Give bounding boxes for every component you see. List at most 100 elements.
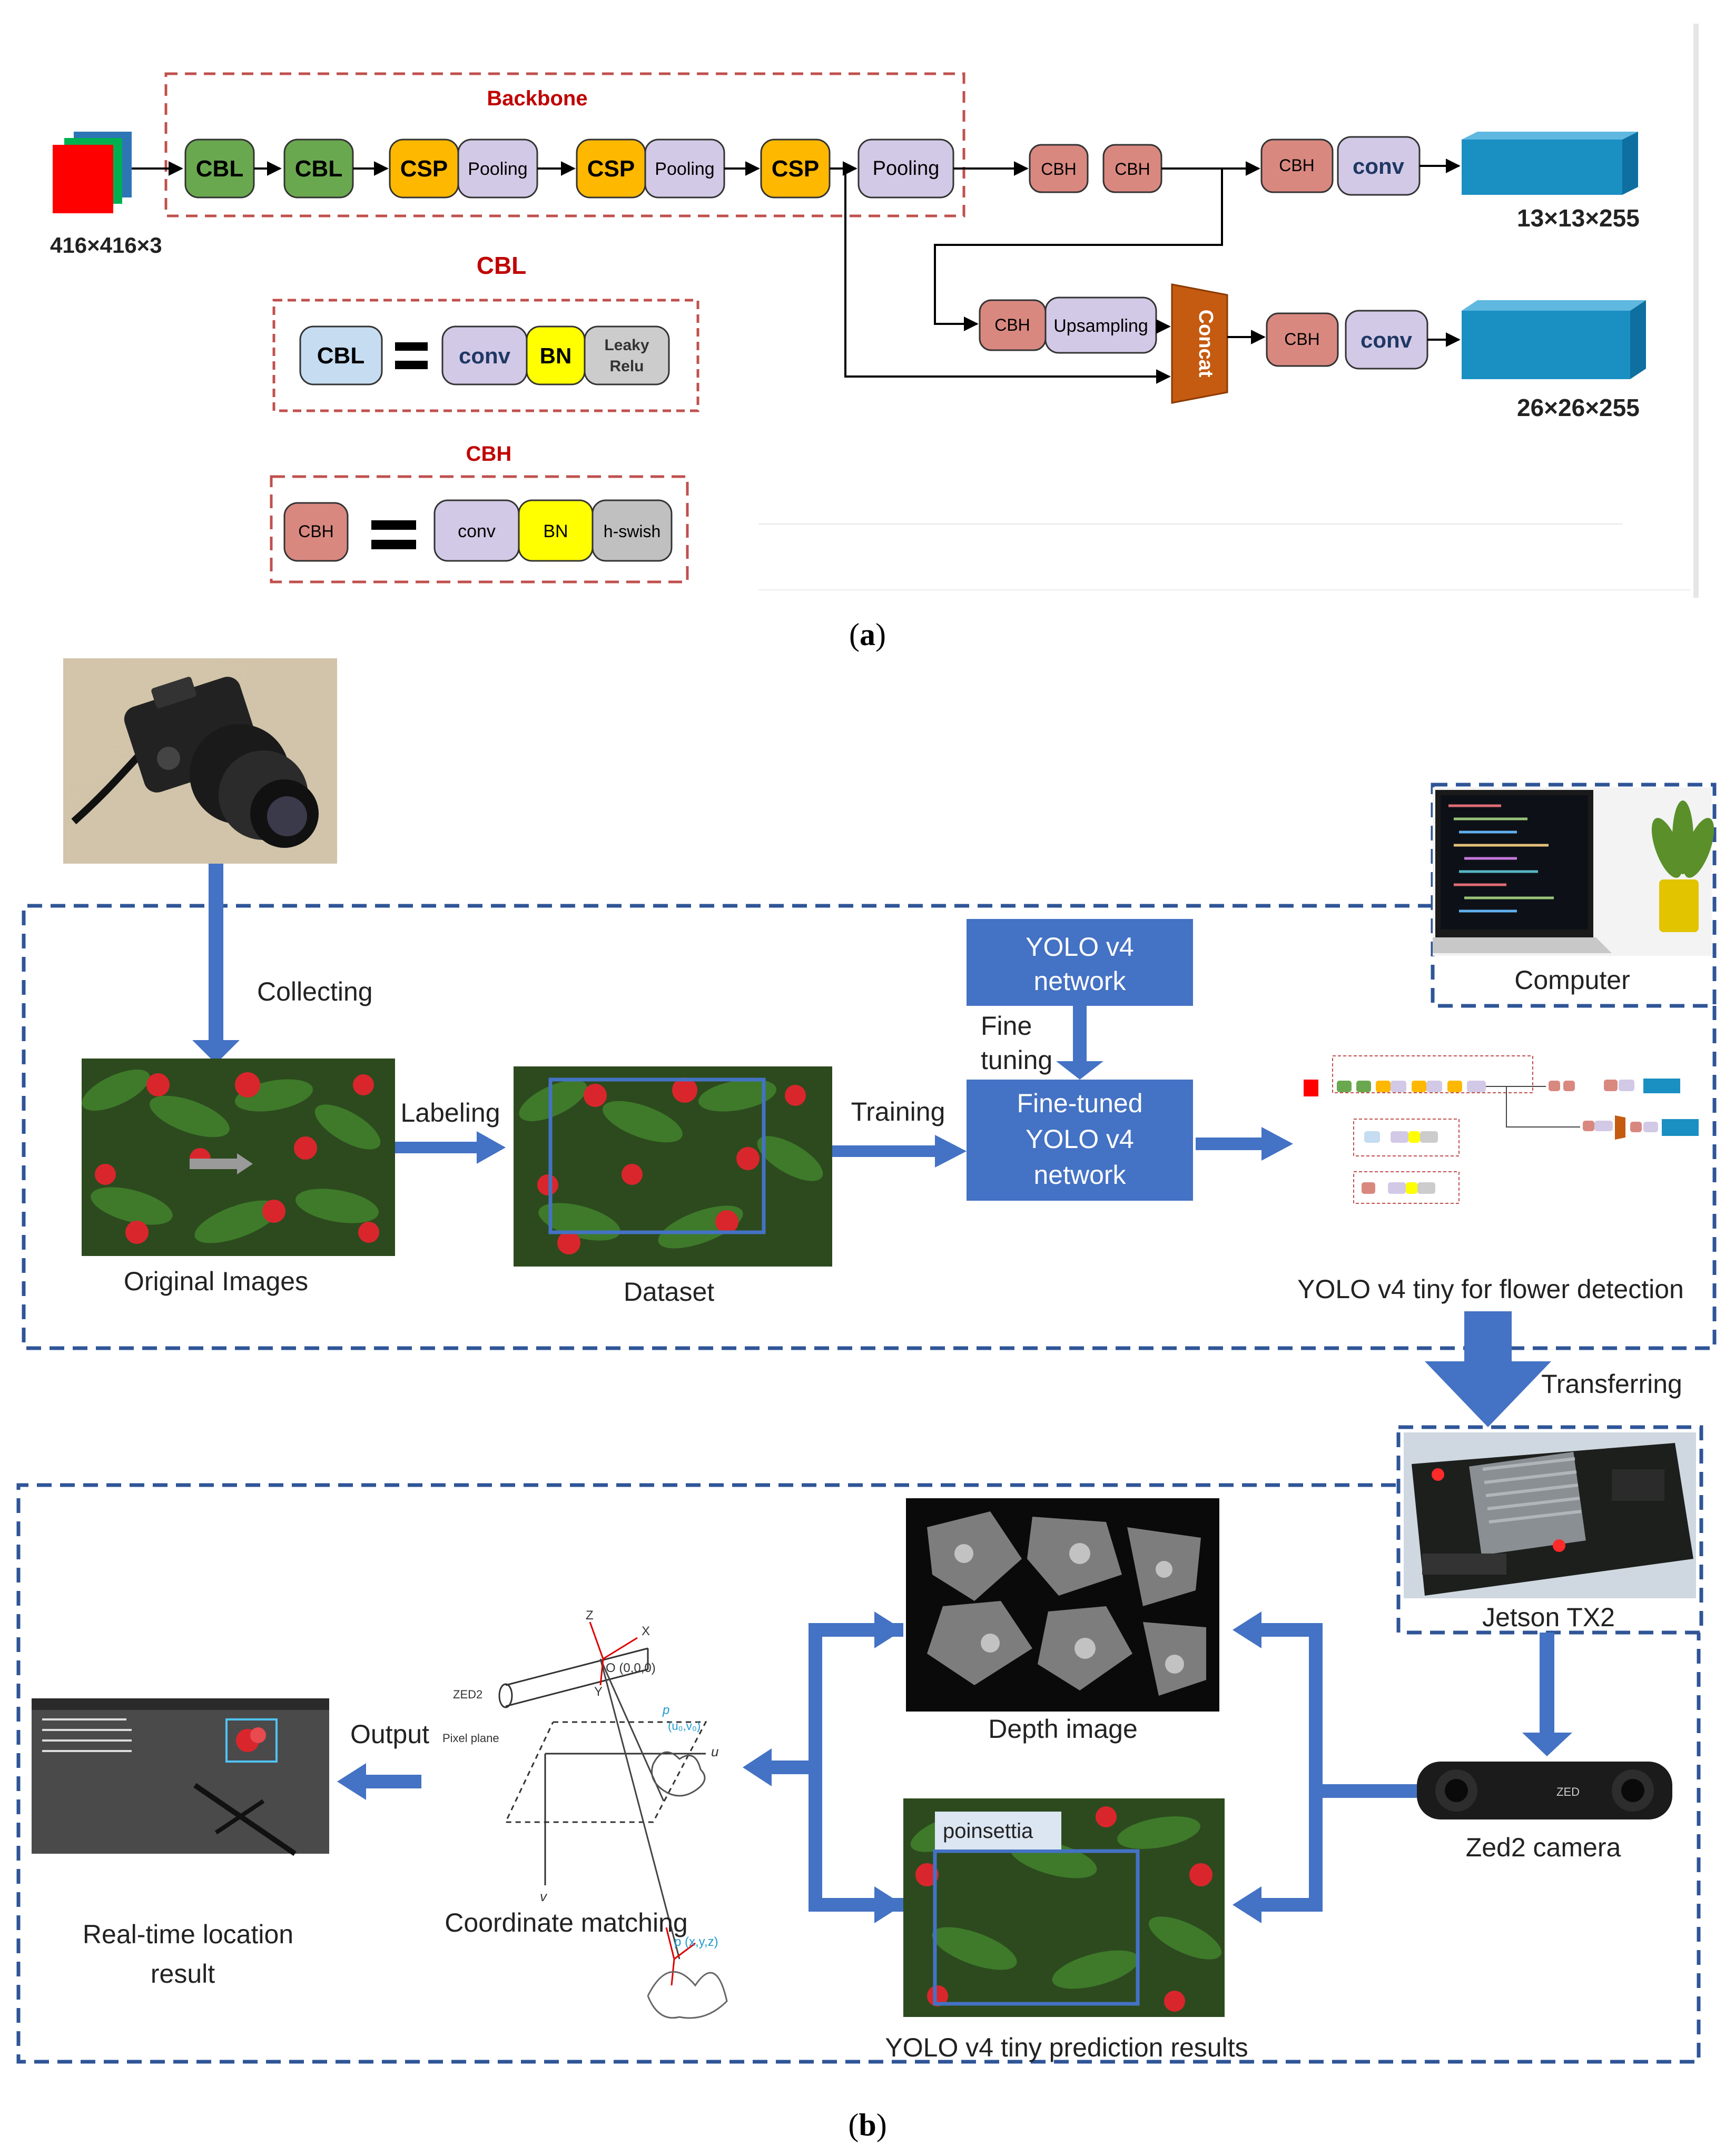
cbh-hswish-part [592,499,673,562]
cbh-block-label: CBH [1279,156,1315,175]
yolo-tiny-thumbnail [1296,1048,1712,1230]
zed2-camera-label: Zed2 camera [1466,1833,1621,1862]
labeling-arrow [395,1131,506,1164]
realtime-result-image [32,1698,329,1856]
output-top-size: 13×13×255 [1517,204,1640,232]
output-bottom-size: 26×26×255 [1517,394,1640,421]
collecting-arrow [192,864,240,1064]
cbl-block-label: CBL [196,156,243,182]
caption-b-letter: b [859,2108,876,2142]
transferring-label: Transferring [1541,1369,1682,1399]
cbl-legend-box [272,299,699,412]
deployment-region-box [16,1483,1701,2064]
zed2-camera-photo: ZED [1417,1762,1672,1819]
cbh-conv-label: conv [458,521,496,541]
equals-sign [395,342,428,369]
input-cube [53,132,132,213]
yolo-network-line1: YOLO v4 [1026,932,1134,962]
caption-a: (a) [849,617,886,652]
jetson-label: Jetson TX2 [1482,1603,1615,1632]
original-images-photo [82,1059,395,1256]
coordinate-diagram [498,1621,728,2019]
panel-b: Computer Collecting [16,658,1717,2142]
coord-puv-label: (u₀,v₀) [668,1719,701,1733]
training-region-box [22,904,1717,1350]
cbh-block-label: CBH [994,315,1030,334]
fine-tuning-line1: Fine [981,1011,1032,1041]
coord-axis-x: X [642,1624,650,1638]
pooling-block-label: Pooling [655,159,714,179]
cbh-hswish-label: h-swish [604,522,661,541]
coord-axis-v: v [540,1888,548,1904]
to-yolo-tiny-arrow [1196,1127,1293,1161]
prediction-image [903,1798,1225,2017]
cbh-legend-title: CBH [466,442,512,466]
output-arrow [337,1763,421,1800]
cbh-bn-label: BN [543,521,568,541]
cbh-block [1266,312,1339,367]
collecting-label: Collecting [257,977,373,1006]
fine-tuning-line2: tuning [981,1045,1052,1075]
finetuned-line2: YOLO v4 [1026,1124,1134,1154]
training-label: Training [851,1097,945,1126]
finetuned-network-box [967,1080,1193,1201]
csp-block-label: CSP [772,156,819,182]
cbl-legend-lhs-label: CBL [317,343,364,369]
conv-block-label: conv [1353,154,1405,179]
coord-axis-z: Z [586,1608,594,1623]
pooling-block-label: Pooling [468,159,527,179]
input-size: 416×416×3 [50,233,162,258]
zed-brand-label: ZED [1556,1785,1580,1798]
cbh-legend-lhs [283,502,349,562]
yolo-network-box [967,919,1193,1006]
prediction-results-label: YOLO v4 tiny prediction results [885,2033,1248,2062]
coord-pxyz-label: p (x,y,z) [674,1935,718,1949]
labeling-label: Labeling [400,1098,500,1128]
coord-pixel-plane-label: Pixel plane [442,1732,499,1745]
cbl-legend-title: CBL [477,252,527,279]
jetson-photo [1404,1432,1696,1598]
fine-tuning-arrow [1056,1006,1103,1080]
realtime-result-line2: result [151,1959,215,1989]
dataset-photo [514,1066,832,1267]
csp-block-label: CSP [587,156,635,182]
training-arrow [832,1135,967,1168]
caption-b: (b) [848,2108,886,2142]
computer-label: Computer [1514,965,1630,995]
cbh-legend-box [270,475,689,583]
backbone-title: Backbone [487,87,587,110]
finetuned-line3: network [1033,1160,1126,1190]
cbh-block [1029,144,1089,193]
zed-split-arrows [1233,1611,1417,1923]
coord-axis-u: u [711,1744,718,1759]
depth-image [906,1498,1219,1712]
coord-axis-p: p [662,1703,669,1717]
depth-image-label: Depth image [988,1714,1138,1744]
detection-class-label: poinsettia [943,1819,1033,1843]
cbl-conv-label: conv [459,343,511,368]
coordinate-matching-label: Coordinate matching [445,1908,687,1937]
original-images-label: Original Images [124,1267,308,1296]
conv-block-label: conv [1361,328,1413,352]
output-label: Output [350,1719,429,1749]
cbl-relu-label: Relu [609,358,644,375]
cbh-block-label: CBH [1284,330,1320,349]
panel-a-edge [1693,24,1699,598]
computer-photo [1433,787,1714,956]
cbh-block-label: CBH [1041,160,1077,179]
panel-a: Backbone 416×416×3 CBL CBL CSP Pooling C… [50,24,1699,652]
backbone-box [164,72,965,217]
coord-origin-label: O (0,0,0) [606,1661,656,1675]
cbh-legend-lhs-label: CBH [298,522,334,541]
camera-photo [63,658,337,864]
connector-line [844,169,1171,384]
merge-arrows [743,1611,903,1923]
coord-zed2-label: ZED2 [453,1688,482,1701]
realtime-result-line1: Real-time location [83,1920,293,1949]
output-bottom-tensor [1462,300,1646,379]
finetuned-line1: Fine-tuned [1017,1089,1142,1118]
equals-sign [371,520,416,549]
upsampling-block-label: Upsampling [1053,316,1148,336]
concat-block-label: Concat [1195,310,1217,378]
